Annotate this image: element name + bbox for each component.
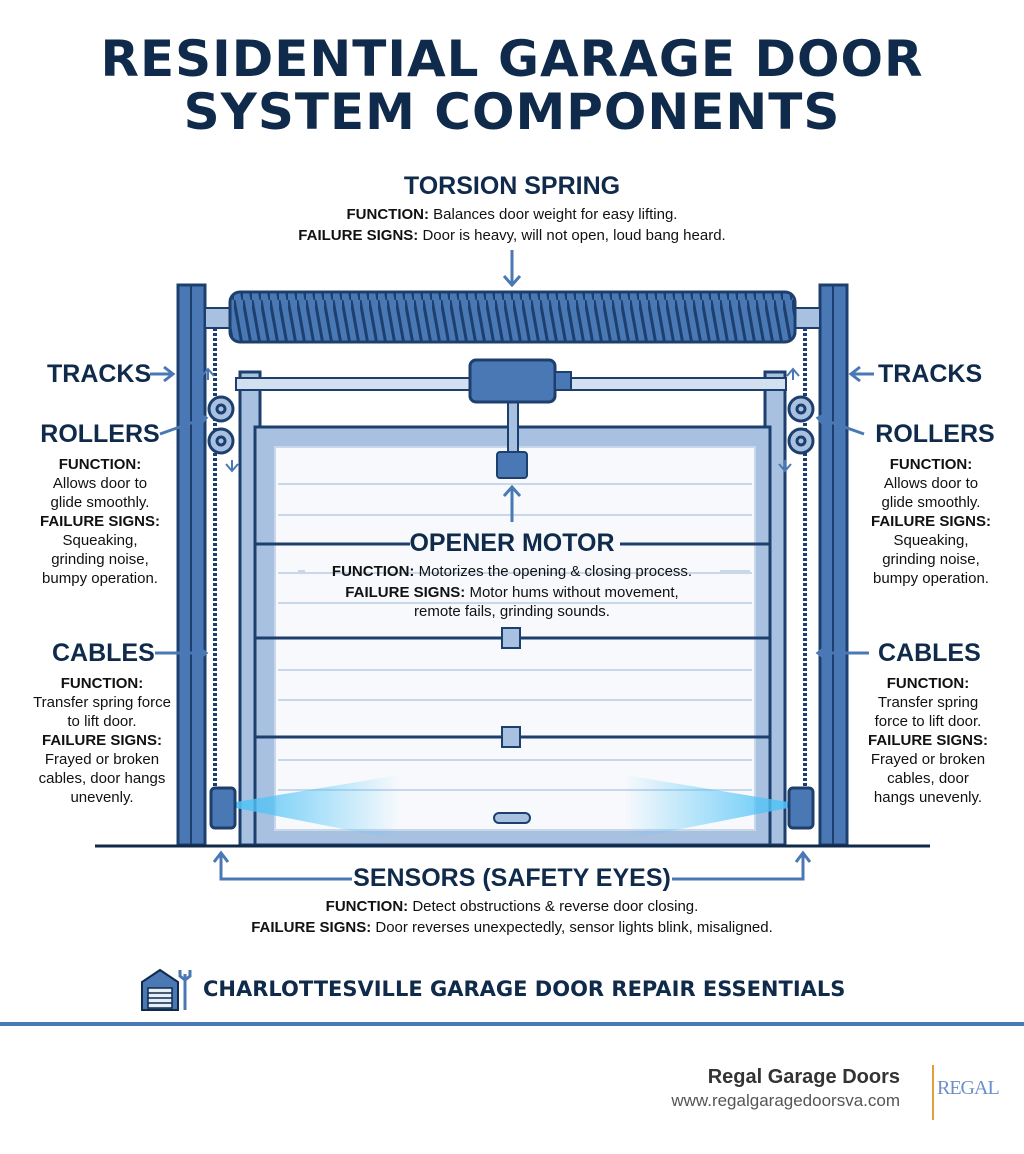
callout-arrows [150, 250, 874, 881]
rollers-left-callout: ROLLERS FUNCTION:Allows door to glide sm… [39, 420, 160, 587]
rollers-right-callout: ROLLERS FUNCTION:Allows door to glide sm… [870, 420, 995, 587]
right-track [818, 283, 849, 847]
tracks-right-heading: TRACKS [878, 360, 983, 388]
tracks-left-heading: TRACKS [47, 360, 152, 388]
opener-motor-failure: FAILURE SIGNS: Motor hums without moveme… [345, 584, 679, 620]
sensor-beam-right [624, 775, 788, 840]
opener-motor-heading: OPENER MOTOR [409, 529, 615, 557]
sensor-beam-left [236, 775, 400, 840]
footer-banner-text: CHARLOTTESVILLE GARAGE DOOR REPAIR ESSEN… [203, 977, 846, 1001]
title-line-2: SYSTEM COMPONENTS [183, 83, 841, 141]
cables-right-callout: CABLES FUNCTION:Transfer spring force to… [868, 639, 989, 806]
opener-motor-function: FUNCTION: Motorizes the opening & closin… [331, 563, 693, 580]
company-name: Regal Garage Doors [707, 1066, 900, 1088]
sensors-failure: FAILURE SIGNS: Door reverses unexpectedl… [251, 919, 773, 936]
torsion-spring-function: FUNCTION: Balances door weight for easy … [346, 206, 678, 223]
title-line-1: RESIDENTIAL GARAGE DOOR [100, 30, 924, 88]
sensors-heading: SENSORS (SAFETY EYES) [353, 864, 671, 892]
opener-motor [468, 358, 572, 479]
company-info: Regal Garage Doors www.regalgaragedoorsv… [671, 1066, 900, 1111]
footer-banner: CHARLOTTESVILLE GARAGE DOOR REPAIR ESSEN… [140, 966, 900, 1012]
regal-logo: REGAL [932, 1065, 1000, 1120]
torsion-spring [228, 290, 797, 344]
right-rollers [787, 395, 815, 455]
left-sensor [209, 786, 237, 830]
footer-divider [0, 1022, 1024, 1026]
torsion-spring-failure: FAILURE SIGNS: Door is heavy, will not o… [298, 227, 726, 244]
right-sensor [787, 786, 815, 830]
left-rollers [207, 395, 235, 455]
door-handle [493, 812, 531, 824]
sensors-function: FUNCTION: Detect obstructions & reverse … [325, 898, 699, 915]
cables-left-callout: CABLES FUNCTION:Transfer spring force to… [33, 639, 171, 806]
garage-wrench-icon [141, 968, 192, 1011]
company-website[interactable]: www.regalgaragedoorsva.com [671, 1091, 900, 1110]
torsion-spring-heading: TORSION SPRING [403, 172, 621, 200]
